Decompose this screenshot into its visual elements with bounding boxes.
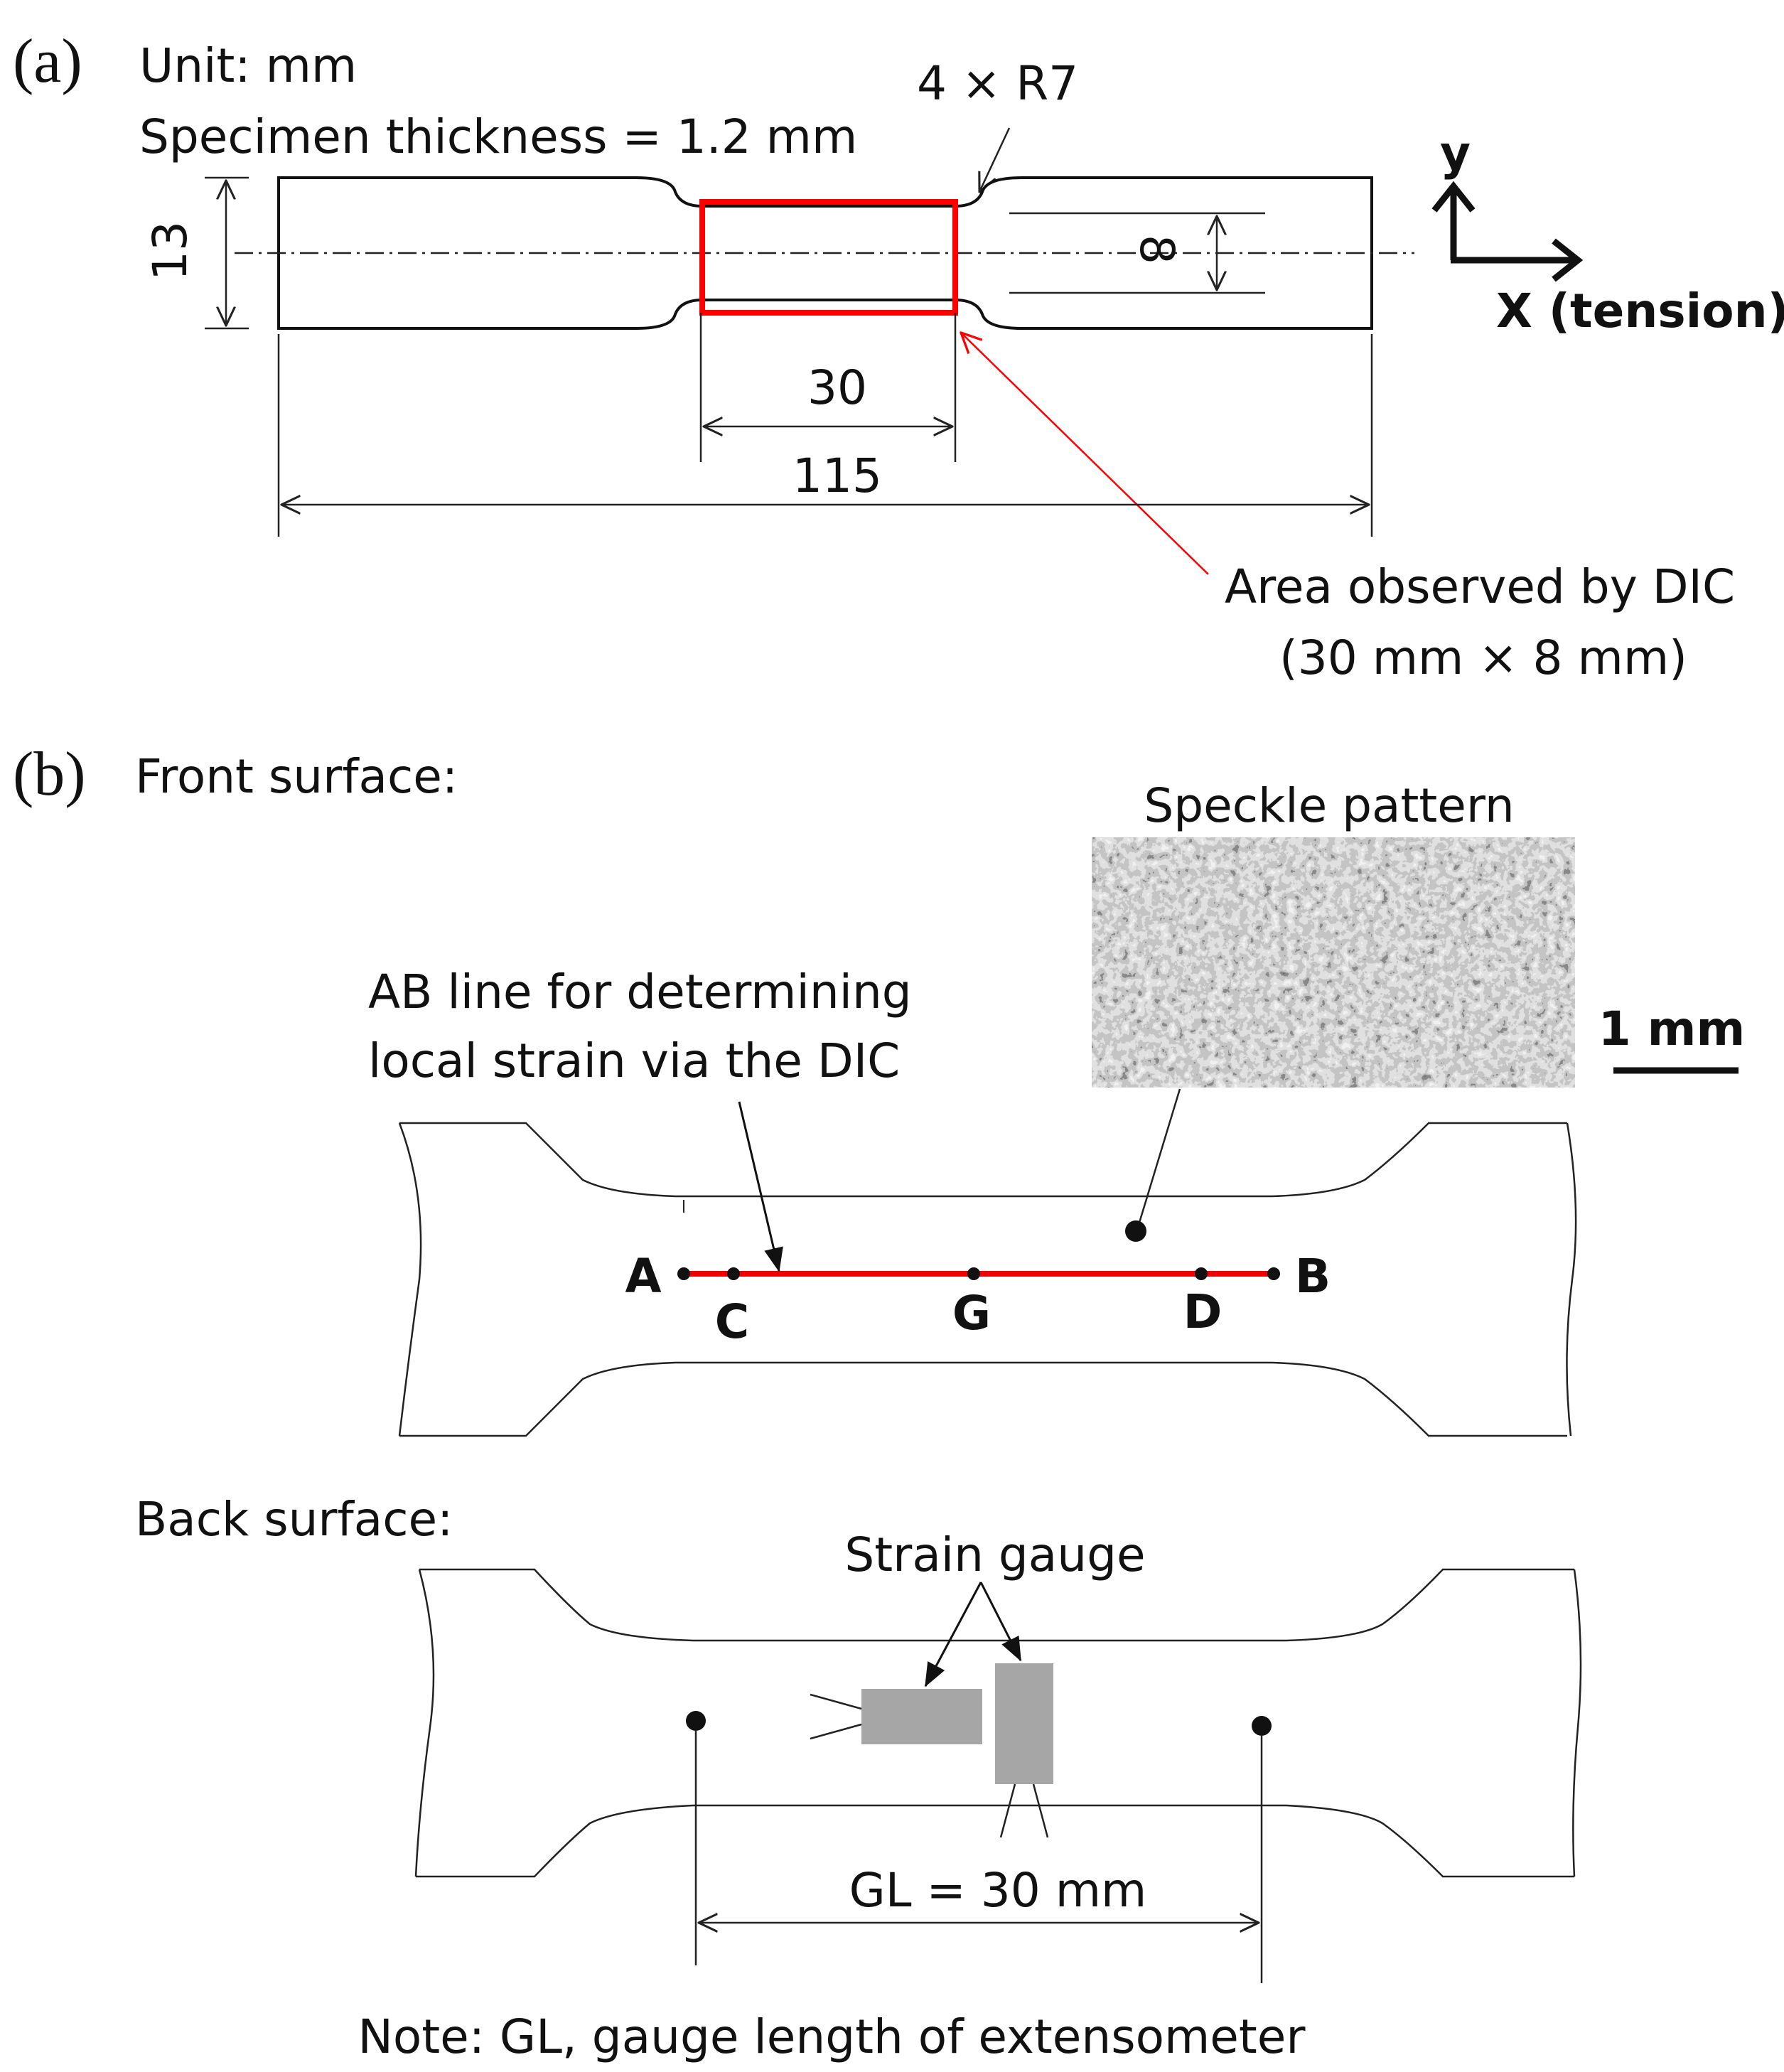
ab-note-line2: local strain via the DIC (368, 1034, 900, 1088)
back-outline-top (419, 1568, 1574, 1642)
gauge-v-wire-2 (1032, 1783, 1049, 1838)
gl-label: GL = 30 mm (849, 1863, 1147, 1918)
gauge-leader-1 (924, 1582, 982, 1687)
dim-gauge-width-label: 8 (1129, 235, 1184, 264)
ab-leader (738, 1101, 783, 1272)
scale-bar-label: 1 mm (1598, 1002, 1745, 1056)
gauge-v-wire-1 (999, 1783, 1016, 1838)
speckle-title: Speckle pattern (1144, 778, 1514, 833)
front-outline-right (1566, 1122, 1577, 1437)
dim-total-length-label: 115 (792, 449, 882, 503)
x-arrowhead (1552, 238, 1584, 282)
point-b (1267, 1267, 1280, 1280)
radius-leader (979, 127, 1011, 192)
strain-gauge-vertical (995, 1663, 1053, 1784)
point-c (727, 1267, 740, 1280)
specimen-a-outline (277, 176, 1373, 330)
back-specimen (414, 1568, 1582, 1878)
label-b: B (1295, 1249, 1331, 1304)
dic-area-line1: Area observed by DIC (1225, 559, 1735, 614)
panel-a: (a) Unit: mm Specimen thickness = 1.2 mm… (13, 27, 1784, 685)
speckle-image (1092, 837, 1575, 1088)
gauge-h-wire-2 (810, 1723, 862, 1740)
front-surface-title: Front surface: (135, 749, 458, 804)
dic-leader (961, 333, 1209, 575)
label-d: D (1183, 1284, 1223, 1339)
strain-gauge-label: Strain gauge (844, 1528, 1145, 1582)
axes-indicator: y X (tension) (1431, 126, 1784, 338)
dic-area-line2: (30 mm × 8 mm) (1279, 630, 1687, 685)
unit-text: Unit: mm (139, 38, 357, 93)
dim-gauge-length-label: 30 (807, 360, 867, 415)
gauge-leader-2 (979, 1582, 1022, 1662)
back-outline-bottom (416, 1804, 1574, 1878)
note-text: Note: GL, gauge length of extensometer (358, 2009, 1306, 2064)
front-specimen (398, 1122, 1577, 1437)
panel-b: (b) Front surface: Speckle pattern 1 mm … (13, 740, 1745, 2064)
strain-gauge-horizontal (861, 1689, 982, 1744)
front-outline-bottom (399, 1361, 1567, 1437)
front-outline-left (398, 1122, 422, 1437)
point-a (677, 1267, 690, 1280)
speckle-leader-dot (1125, 1220, 1146, 1242)
dim-width-label: 13 (143, 221, 198, 281)
extensometer-point-left (686, 1711, 706, 1731)
speckle-leader (1138, 1088, 1181, 1223)
thickness-text: Specimen thickness = 1.2 mm (139, 109, 857, 164)
point-d (1195, 1267, 1208, 1280)
label-c: C (715, 1294, 749, 1349)
point-g (967, 1267, 980, 1280)
axis-x-label: X (tension) (1496, 284, 1784, 338)
label-g: G (952, 1286, 991, 1341)
panel-a-label: (a) (13, 27, 82, 96)
dic-area-rect (699, 199, 958, 316)
panel-b-label: (b) (13, 740, 86, 809)
label-a: A (625, 1249, 661, 1304)
back-outline-left (414, 1569, 435, 1877)
extensometer-point-right (1252, 1716, 1272, 1736)
front-outline-top (399, 1122, 1567, 1198)
ab-note-line1: AB line for determining (368, 965, 912, 1019)
back-surface-title: Back surface: (135, 1492, 453, 1547)
gauge-h-wire-1 (810, 1693, 862, 1710)
y-arrowhead (1431, 181, 1476, 213)
radius-label: 4 × R7 (917, 56, 1078, 111)
back-outline-right (1572, 1569, 1582, 1877)
axis-y-label: y (1440, 126, 1471, 181)
